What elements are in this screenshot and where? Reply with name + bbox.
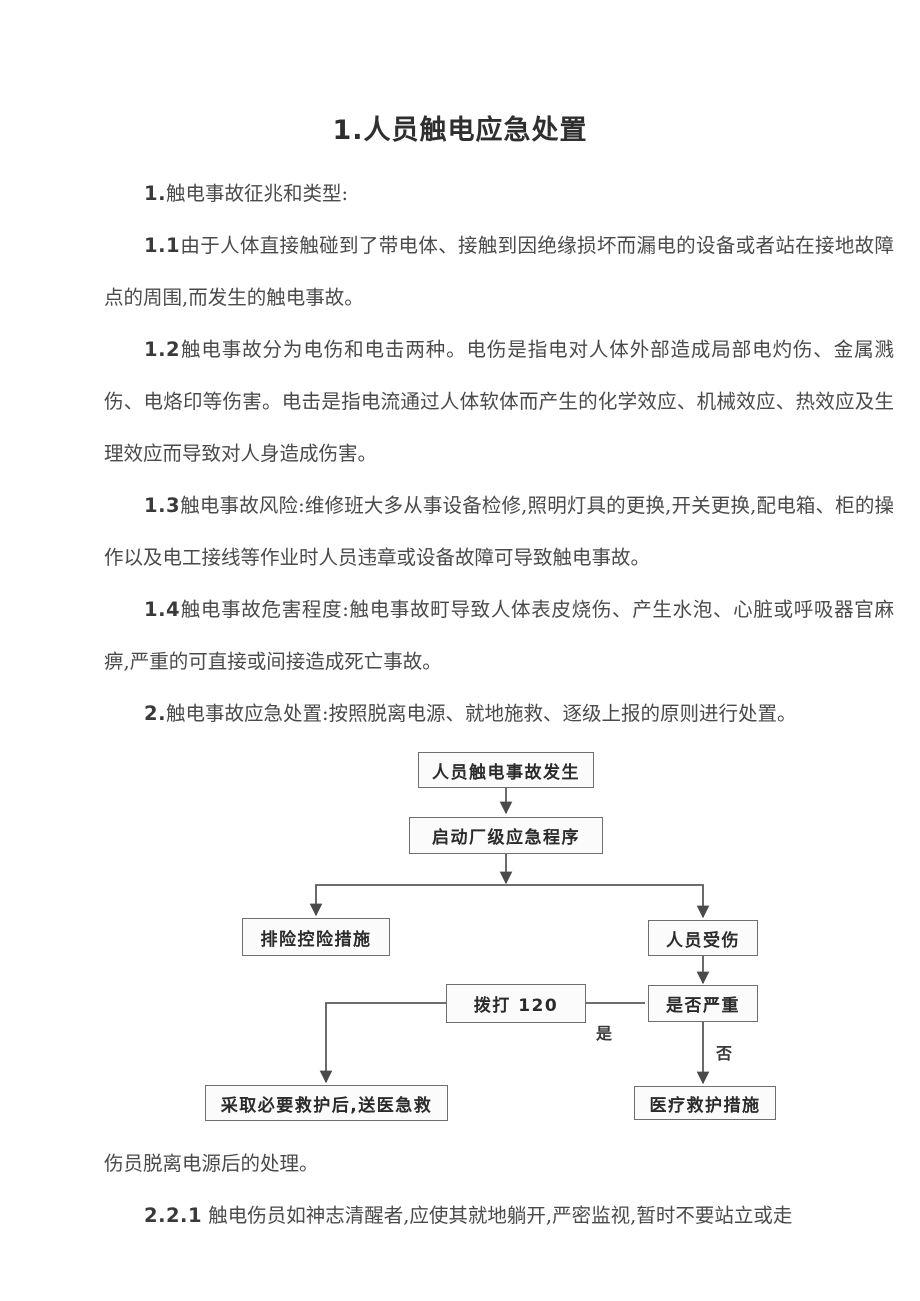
section-1-2: 1.2触电事故分为电伤和电击两种。电伤是指电对人体外部造成局部电灼伤、金属溅伤、… bbox=[104, 324, 894, 480]
section-1-2-lead: 1.2 bbox=[144, 338, 181, 361]
flow-edge-label-yes: 是 bbox=[596, 1024, 613, 1043]
section-1-text: 触电事故征兆和类型: bbox=[165, 182, 349, 205]
emergency-response-flowchart: 人员触电事故发生 启动厂级应急程序 排险控险措施 人员受伤 是否严重 拨打 12… bbox=[0, 735, 920, 1135]
flow-node-first-aid-transport-label: 采取必要救护后,送医急救 bbox=[220, 1095, 433, 1116]
flow-node-is-serious-label: 是否严重 bbox=[666, 996, 740, 1016]
flow-node-call-120: 拨打 120 bbox=[446, 984, 586, 1023]
flow-node-start-label: 人员触电事故发生 bbox=[432, 762, 580, 783]
section-2-text: 触电事故应急处置:按照脱离电源、就地施救、逐级上报的原则进行处置。 bbox=[165, 702, 797, 725]
flow-node-person-injured-label: 人员受伤 bbox=[666, 930, 740, 951]
flow-node-start: 人员触电事故发生 bbox=[418, 752, 594, 788]
flow-node-risk-control-label: 排险控险措施 bbox=[260, 929, 372, 950]
section-1-2-text: 触电事故分为电伤和电击两种。电伤是指电对人体外部造成局部电灼伤、金属溅伤、电烙印… bbox=[104, 338, 894, 465]
flow-node-plant-procedure-label: 启动厂级应急程序 bbox=[432, 828, 580, 848]
flow-node-person-injured: 人员受伤 bbox=[648, 920, 758, 956]
section-1-1-lead: 1.1 bbox=[144, 234, 181, 257]
section-1: 1.触电事故征兆和类型: bbox=[104, 168, 894, 220]
section-1-4: 1.4触电事故危害程度:触电事故町导致人体表皮烧伤、产生水泡、心脏或呼吸器官麻痹… bbox=[104, 584, 894, 688]
flow-node-is-serious: 是否严重 bbox=[648, 985, 758, 1022]
section-2-lead: 2. bbox=[144, 702, 166, 725]
section-2: 2.触电事故应急处置:按照脱离电源、就地施救、逐级上报的原则进行处置。 bbox=[104, 688, 894, 740]
flow-node-risk-control: 排险控险措施 bbox=[242, 918, 390, 956]
section-1-3-lead: 1.3 bbox=[144, 494, 181, 517]
flowchart-caption: 伤员脱离电源后的处理。 bbox=[104, 1138, 894, 1190]
flow-node-first-aid-transport: 采取必要救护后,送医急救 bbox=[205, 1085, 448, 1121]
flow-node-medical-aid: 医疗救护措施 bbox=[634, 1086, 776, 1120]
section-1-3: 1.3触电事故风险:维修班大多从事设备检修,照明灯具的更换,开关更换,配电箱、柜… bbox=[104, 480, 894, 584]
flow-node-medical-aid-label: 医疗救护措施 bbox=[649, 1095, 761, 1116]
section-2-2-1-lead: 2.2.1 bbox=[144, 1204, 203, 1227]
section-1-1: 1.1由于人体直接触碰到了带电体、接触到因绝缘损坏而漏电的设备或者站在接地故障点… bbox=[104, 220, 894, 324]
section-2-2-1-text: 触电伤员如神志清醒者,应使其就地躺开,严密监视,暂时不要站立或走 bbox=[208, 1204, 793, 1227]
section-1-3-text: 触电事故风险:维修班大多从事设备检修,照明灯具的更换,开关更换,配电箱、柜的操作… bbox=[104, 494, 894, 569]
flow-node-plant-procedure: 启动厂级应急程序 bbox=[409, 817, 603, 854]
flow-edge-label-no: 否 bbox=[716, 1044, 733, 1063]
page-title: 1.人员触电应急处置 bbox=[332, 115, 588, 146]
section-1-4-text: 触电事故危害程度:触电事故町导致人体表皮烧伤、产生水泡、心脏或呼吸器官麻痹,严重… bbox=[104, 598, 894, 673]
flowchart-caption-text: 伤员脱离电源后的处理。 bbox=[104, 1152, 319, 1175]
flow-node-call-120-label: 拨打 120 bbox=[473, 996, 559, 1016]
section-1-lead: 1. bbox=[144, 182, 166, 205]
section-2-2-1: 2.2.1 触电伤员如神志清醒者,应使其就地躺开,严密监视,暂时不要站立或走 bbox=[104, 1190, 894, 1242]
flowchart-connectors bbox=[309, 788, 710, 1085]
section-1-1-text: 由于人体直接触碰到了带电体、接触到因绝缘损坏而漏电的设备或者站在接地故障点的周围… bbox=[104, 234, 894, 309]
section-1-4-lead: 1.4 bbox=[144, 598, 181, 621]
